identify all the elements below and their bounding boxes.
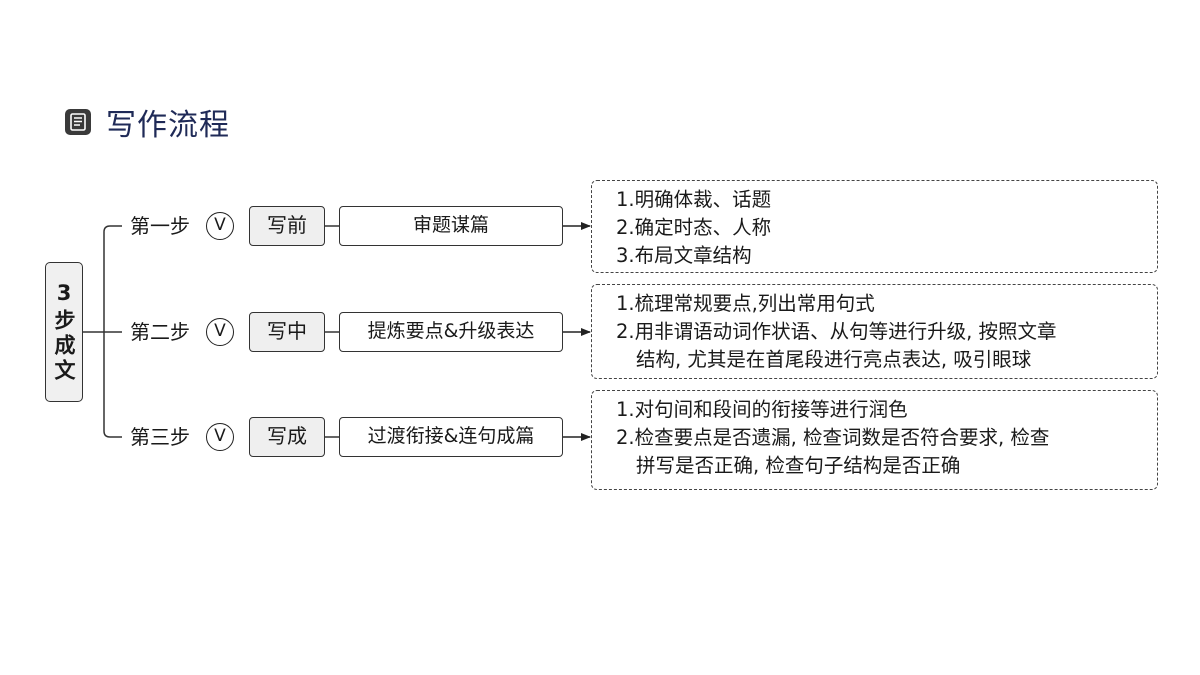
step-label: 第二步: [130, 320, 190, 344]
root-node: 3步成文: [45, 262, 83, 402]
check-mark-circle: Ⅴ: [206, 318, 234, 346]
detail-line: 2.用非谓语动词作状语、从句等进行升级, 按照文章: [616, 320, 1057, 343]
detail-line: 2.检查要点是否遗漏, 检查词数是否符合要求, 检查: [616, 426, 1050, 449]
detail-line: 拼写是否正确, 检查句子结构是否正确: [636, 454, 961, 477]
step-label: 第一步: [130, 214, 190, 238]
detail-line: 2.确定时态、人称: [616, 216, 772, 239]
task-box: 审题谋篇: [339, 206, 563, 246]
stage-box: 写中: [249, 312, 325, 352]
task-box: 提炼要点&升级表达: [339, 312, 563, 352]
task-box: 过渡衔接&连句成篇: [339, 417, 563, 457]
stage-box: 写成: [249, 417, 325, 457]
detail-line: 1.对句间和段间的衔接等进行润色: [616, 398, 908, 421]
step-label: 第三步: [130, 425, 190, 449]
detail-box: 1.明确体裁、话题 2.确定时态、人称 3.布局文章结构: [591, 180, 1158, 273]
step-bracket: [103, 225, 122, 438]
detail-line: 3.布局文章结构: [616, 244, 752, 267]
detail-box: 1.梳理常规要点,列出常用句式 2.用非谓语动词作状语、从句等进行升级, 按照文…: [591, 284, 1158, 379]
detail-line: 1.梳理常规要点,列出常用句式: [616, 292, 875, 315]
root-label: 3步成文: [52, 280, 76, 384]
stage-box: 写前: [249, 206, 325, 246]
page-title: 写作流程: [106, 108, 230, 143]
check-mark-circle: Ⅴ: [206, 423, 234, 451]
detail-box: 1.对句间和段间的衔接等进行润色 2.检查要点是否遗漏, 检查词数是否符合要求,…: [591, 390, 1158, 490]
section-title: 写作流程: [64, 102, 230, 143]
check-mark-circle: Ⅴ: [206, 212, 234, 240]
scroll-document-icon: [65, 109, 91, 135]
detail-line: 1.明确体裁、话题: [616, 188, 772, 211]
detail-line: 结构, 尤其是在首尾段进行亮点表达, 吸引眼球: [636, 348, 1032, 371]
